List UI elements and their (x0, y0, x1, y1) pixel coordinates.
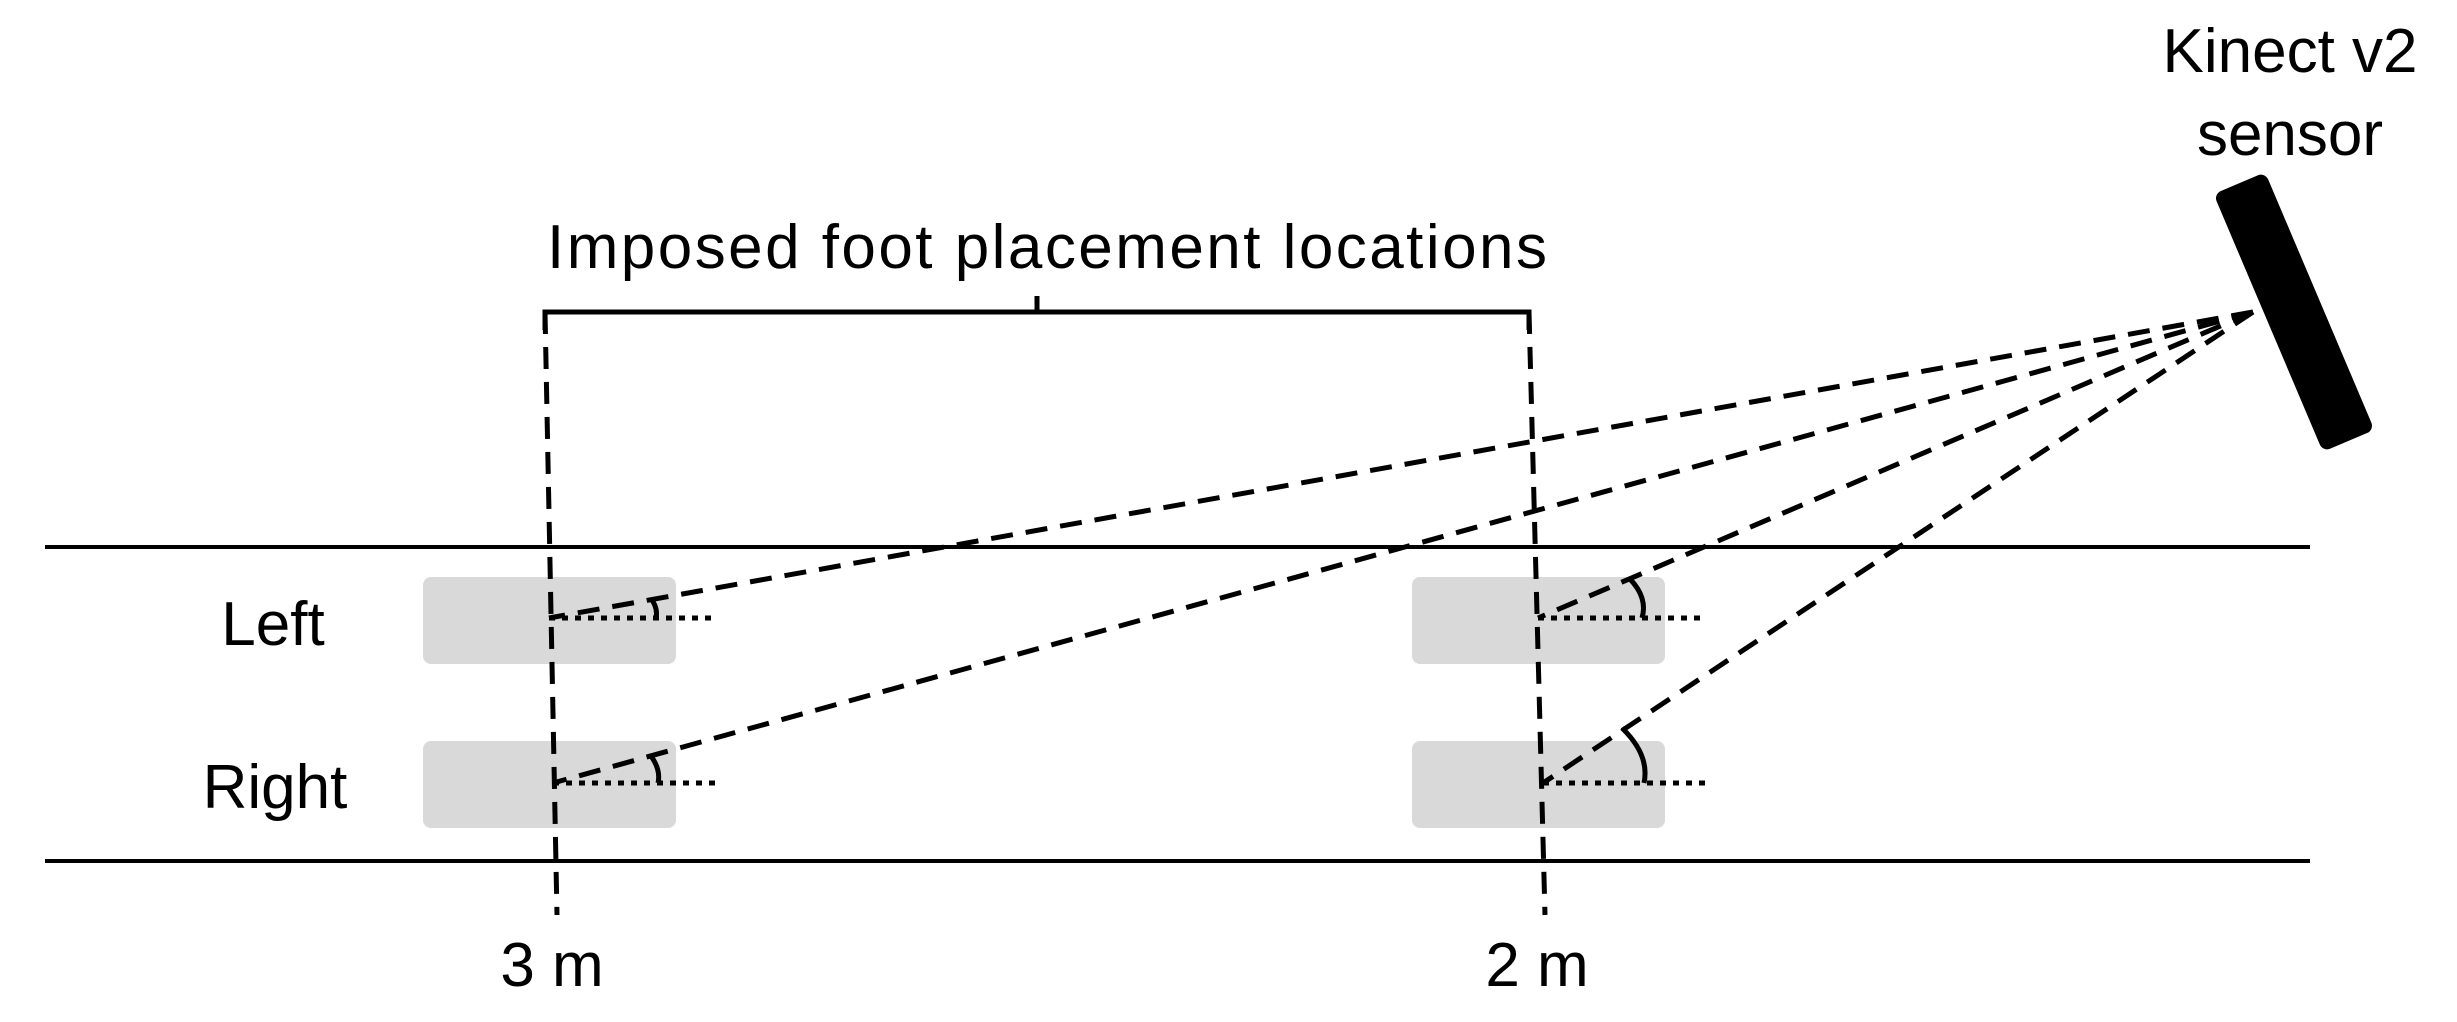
angle-arc-right-3m (648, 754, 662, 784)
angle-arc-right-2m (1620, 726, 1648, 784)
distance-line-2m (1526, 311, 1548, 916)
sensor-label-line-1: Kinect v2 (2162, 17, 2417, 86)
foot-marker-right-3m (423, 741, 676, 828)
foot-marker-right-2m (1412, 741, 1665, 828)
sight-line-left-2m (1537, 309, 2254, 621)
placement-bracket (542, 296, 1532, 330)
angle-arc-left-3m (649, 598, 659, 619)
sight-line-left-3m (548, 309, 2254, 621)
row-label-right: Right (203, 753, 348, 822)
bracket-label: Imposed foot placement locations (547, 213, 1547, 282)
angle-arc-left-2m (1628, 577, 1646, 619)
sight-line-right-2m (1541, 309, 2255, 786)
distance-label-3m: 3 m (500, 931, 603, 1000)
distance-line-3m (542, 311, 560, 916)
sensor-label-line-2: sensor (2197, 100, 2383, 169)
row-label-left: Left (221, 590, 324, 659)
kinect-sensor-icon (2216, 174, 2372, 450)
distance-label-2m: 2 m (1485, 931, 1588, 1000)
sight-line-right-3m (552, 309, 2254, 786)
